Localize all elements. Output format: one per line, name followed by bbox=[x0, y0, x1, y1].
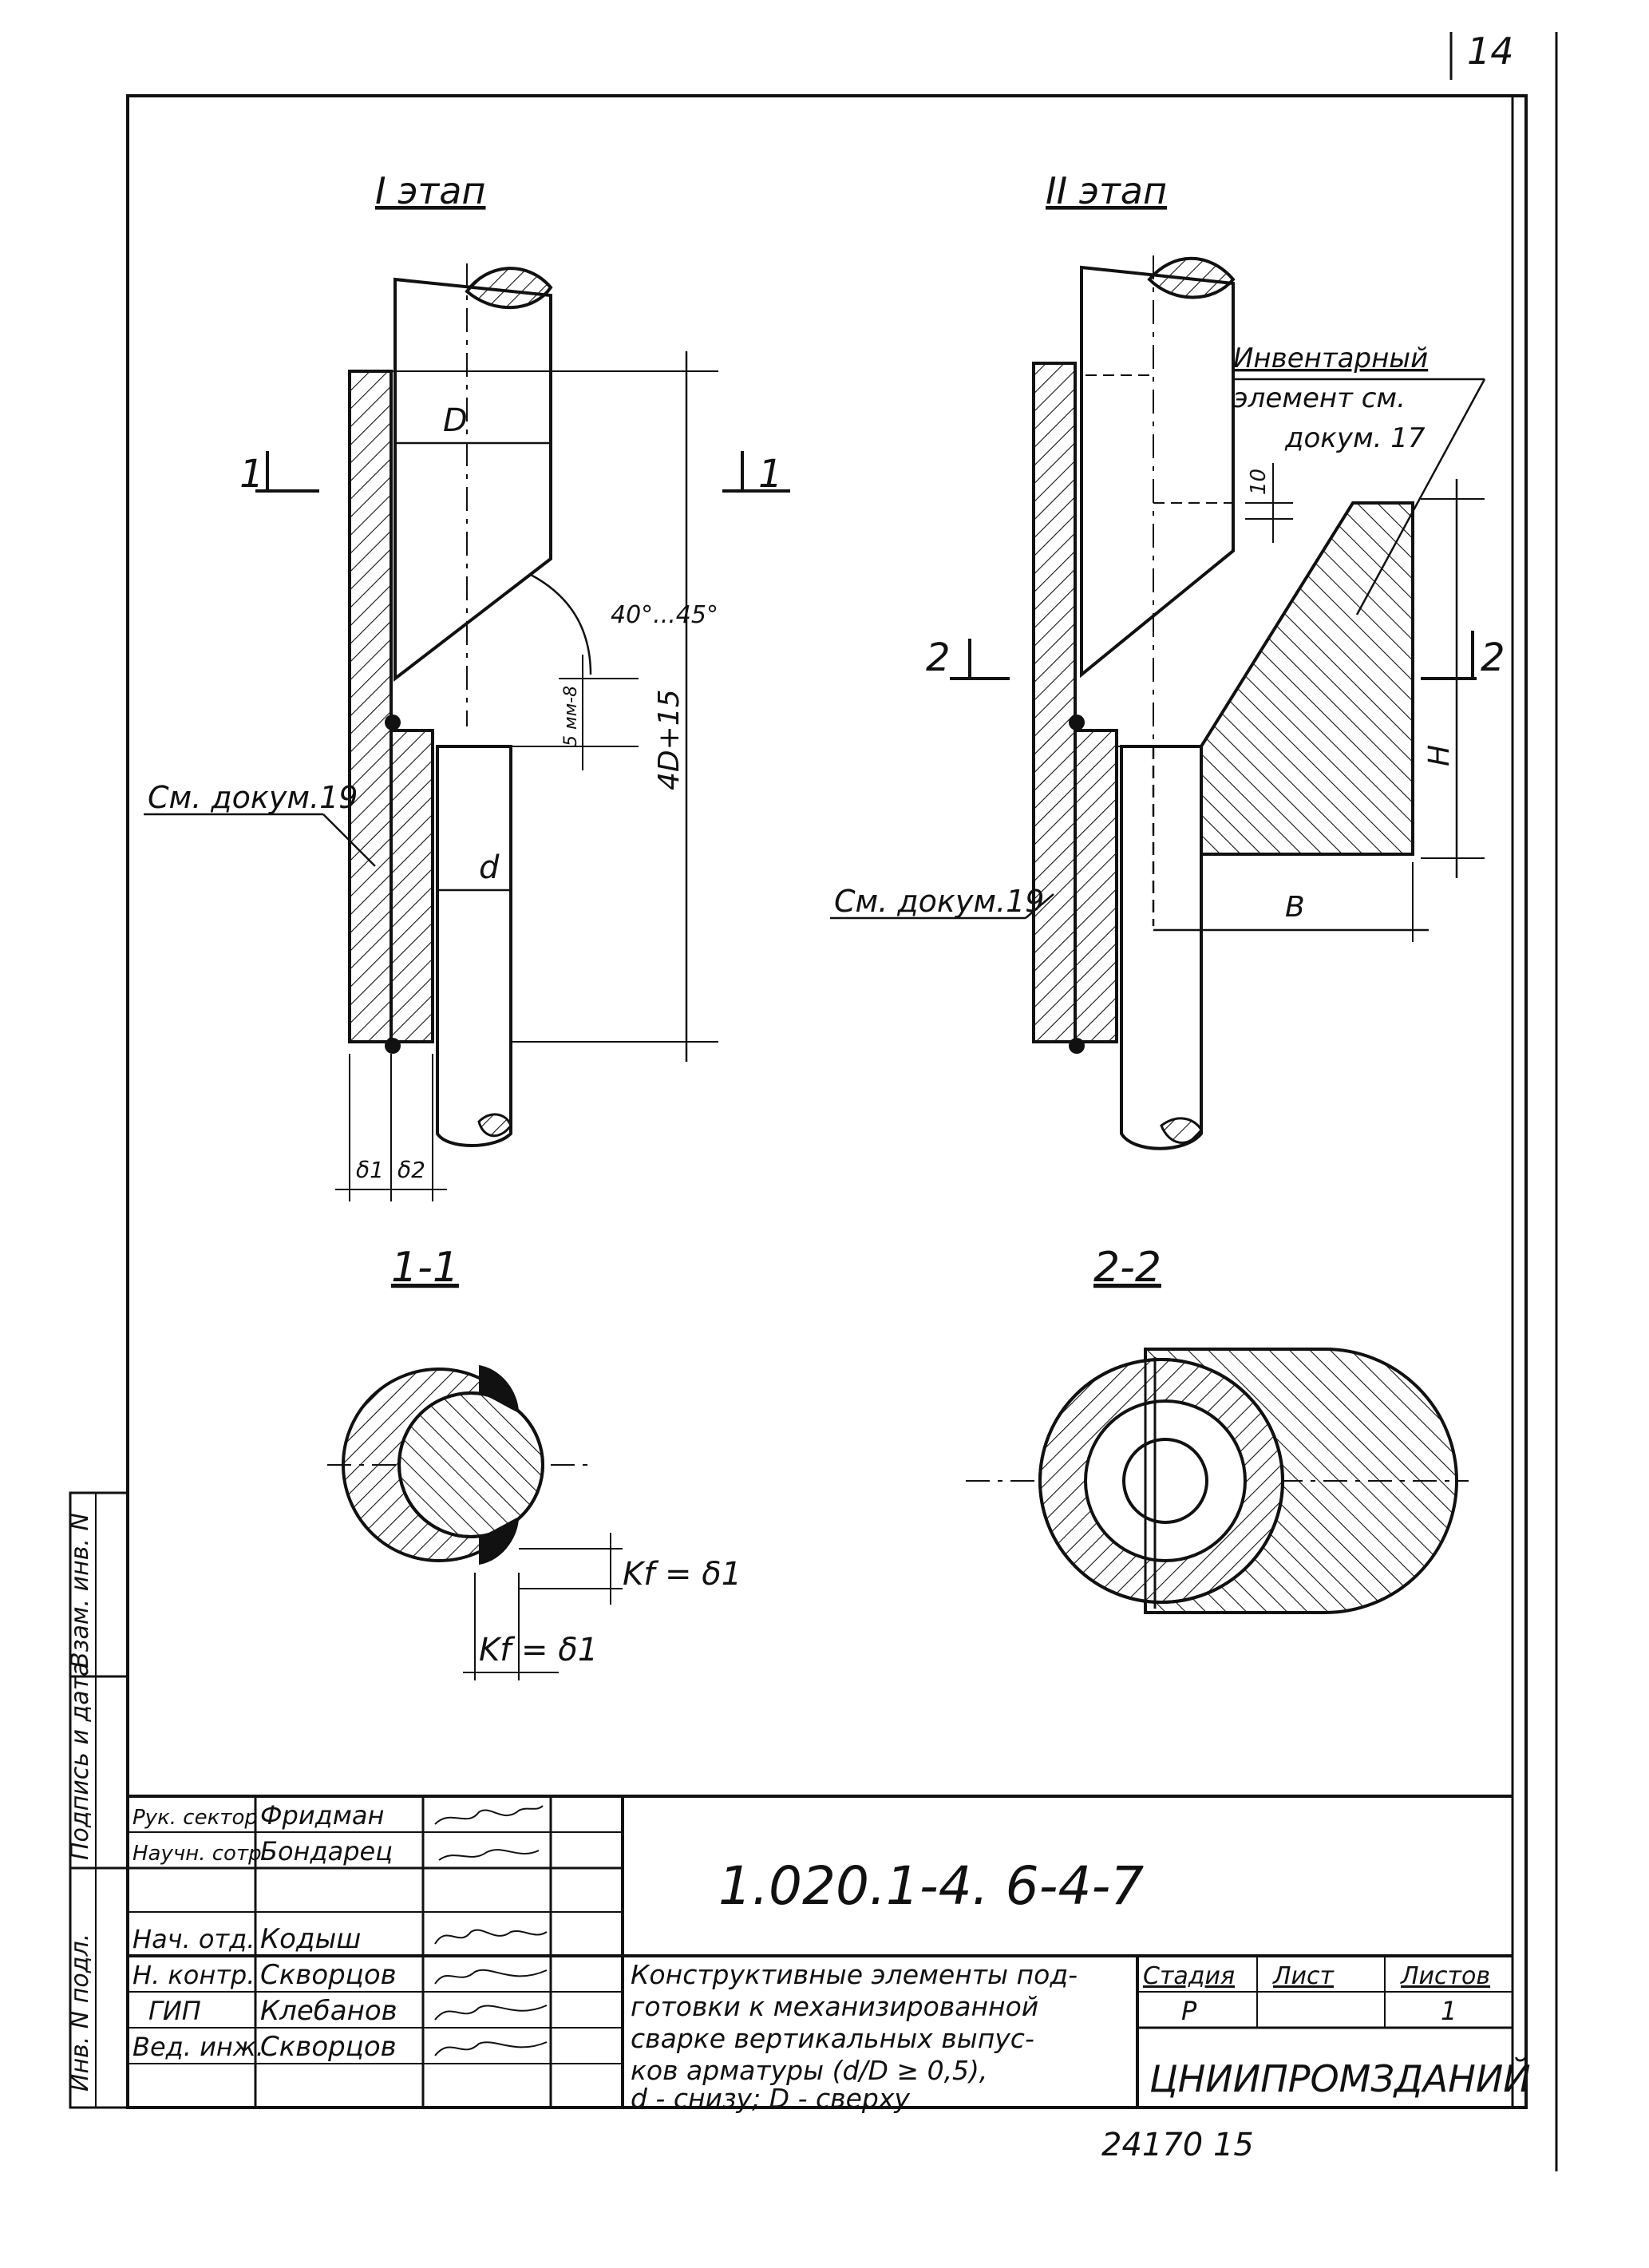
note-inventory-3: докум. 17 bbox=[1284, 422, 1426, 454]
weld-bead-top-1 bbox=[385, 714, 401, 730]
dim-angle: 40°...45° bbox=[611, 601, 718, 629]
name-4: Скворцов bbox=[260, 1959, 397, 1991]
stage-1-view: I этап D d 40°...45° 5 мм-8 bbox=[144, 169, 790, 1201]
cut-1-right: 1 bbox=[758, 452, 783, 497]
section-1-1-inner bbox=[397, 1391, 544, 1538]
desc-line-4: ков арматуры (d/D ≥ 0,5), bbox=[631, 2055, 987, 2086]
stage-value: Р bbox=[1181, 1996, 1197, 2026]
sheet-label: Лист bbox=[1272, 1962, 1335, 1990]
desc-line-5: d - снизу; D - сверху bbox=[631, 2083, 910, 2114]
backing-plate-4 bbox=[1074, 729, 1118, 1043]
signature-2 bbox=[438, 1849, 540, 1861]
role-4: Н. контр. bbox=[132, 1960, 255, 1990]
signature-3 bbox=[434, 1929, 548, 1945]
dim-10: 10 bbox=[1247, 469, 1271, 495]
note-see19-left: См. докум.19 bbox=[148, 780, 358, 815]
stage-1-title: I этап bbox=[375, 169, 486, 212]
cut-2-left: 2 bbox=[926, 635, 951, 680]
signature-6 bbox=[434, 2041, 548, 2056]
name-1: Фридман bbox=[260, 1800, 384, 1831]
desc-line-1: Конструктивные элементы под- bbox=[631, 1959, 1078, 1990]
upper-bar-d-2 bbox=[1080, 265, 1235, 679]
dim-B: B bbox=[1285, 891, 1305, 924]
weld-bead-bottom-1 bbox=[385, 1038, 401, 1054]
dim-d: d bbox=[479, 849, 500, 886]
role-6: Вед. инж. bbox=[132, 2032, 264, 2062]
side-stamp-repl: Взам. инв. N bbox=[66, 1513, 94, 1668]
dim-H: H bbox=[1423, 745, 1456, 766]
desc-line-2: готовки к механизированной bbox=[631, 1991, 1038, 2022]
drawing-code: 1.020.1-4. 6-4-7 bbox=[718, 1855, 1144, 1917]
section-2-2: 2-2 bbox=[966, 1244, 1469, 1614]
dim-delta2: δ2 bbox=[397, 1157, 425, 1183]
dim-delta1: δ1 bbox=[356, 1157, 384, 1183]
sheets-label: Листов bbox=[1400, 1962, 1490, 1990]
stage-2-view: II этап 10 H B 2 bbox=[830, 169, 1505, 1150]
cut-1-left: 1 bbox=[239, 452, 264, 497]
page-number: 14 bbox=[1467, 30, 1514, 73]
organization: ЦНИИПРОМЗДАНИЙ bbox=[1149, 2057, 1531, 2100]
signature-1 bbox=[434, 1805, 544, 1825]
side-stamp: Инв. N подл. Подпись и дата Взам. инв. N bbox=[66, 1491, 129, 2109]
page-number-corner: 14 bbox=[1449, 30, 1558, 2171]
section-1-1-title: 1-1 bbox=[391, 1244, 459, 1292]
sheets-value: 1 bbox=[1441, 1996, 1457, 2026]
stage-label: Стадия bbox=[1143, 1962, 1235, 1990]
note-inventory-2: элемент см. bbox=[1233, 382, 1406, 414]
note-inventory-1: Инвентарный bbox=[1233, 342, 1428, 374]
name-2: Бондарец bbox=[260, 1836, 393, 1866]
section-2-2-core bbox=[1122, 1438, 1208, 1524]
backing-plate-2 bbox=[390, 729, 434, 1043]
desc-line-3: сварке вертикальных выпус- bbox=[631, 2023, 1034, 2054]
upper-bar-break bbox=[465, 267, 553, 309]
dim-D: D bbox=[443, 402, 468, 439]
lower-bar-d-2 bbox=[1120, 745, 1203, 1150]
lower-bar-d bbox=[436, 745, 512, 1147]
drawing-frame bbox=[126, 94, 1528, 2109]
footer-number: 24170 15 bbox=[1101, 2127, 1254, 2163]
kf-note-2: Kf = δ1 bbox=[479, 1632, 598, 1668]
backing-plate-3 bbox=[1032, 362, 1077, 1043]
stage-2-title: II этап bbox=[1046, 169, 1167, 212]
section-1-1: 1-1 Kf = δ1 Kf = δ1 bbox=[327, 1244, 741, 1680]
cut-2-right: 2 bbox=[1481, 635, 1505, 680]
role-1: Рук. сектор bbox=[132, 1806, 258, 1830]
note-see19-right: См. докум.19 bbox=[834, 884, 1044, 919]
upper-bar-d bbox=[393, 277, 552, 683]
role-5: ГИП bbox=[148, 1996, 201, 2026]
role-2: Научн. сотр. bbox=[132, 1842, 268, 1866]
side-stamp-sign: Подпись и дата bbox=[66, 1662, 94, 1861]
name-3: Кодыш bbox=[260, 1923, 361, 1955]
dim-gap: 5 мм-8 bbox=[561, 686, 581, 746]
dim-length: 4D+15 bbox=[653, 689, 686, 790]
side-stamp-inv: Инв. N подл. bbox=[66, 1934, 94, 2092]
section-2-2-title: 2-2 bbox=[1093, 1244, 1161, 1292]
name-5: Клебанов bbox=[260, 1995, 397, 2027]
signature-5 bbox=[434, 2005, 548, 2021]
signature-4 bbox=[434, 1969, 548, 1985]
role-3: Нач. отд. bbox=[132, 1924, 255, 1954]
kf-note-1: Kf = δ1 bbox=[623, 1556, 741, 1593]
name-6: Скворцов bbox=[260, 2031, 397, 2063]
title-block: 1.020.1-4. 6-4-7 Рук. сектор Фридман Нау… bbox=[128, 1795, 1531, 2114]
backing-plate-1 bbox=[348, 370, 393, 1043]
inventory-element bbox=[1200, 501, 1414, 856]
